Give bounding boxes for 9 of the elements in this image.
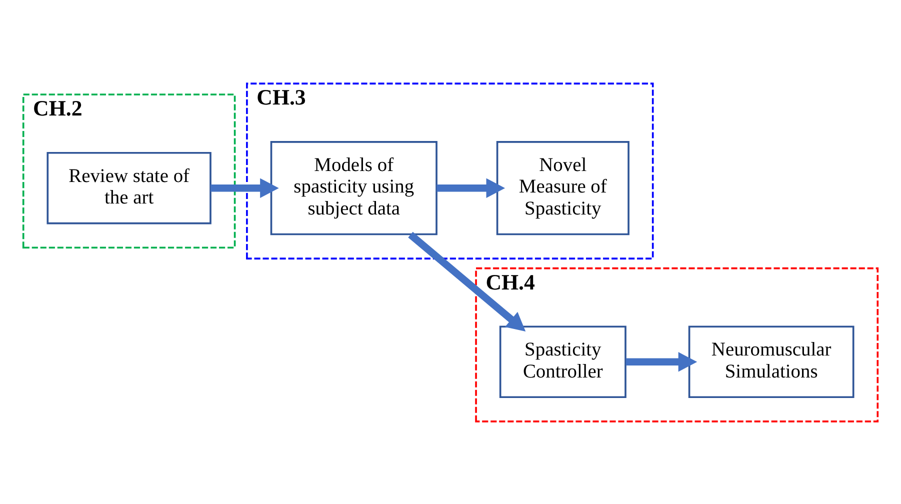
node-box: Models of spasticity using subject data [270, 140, 438, 235]
node-box: Neuromuscular Simulations [688, 325, 854, 398]
node-box: Review state of the art [46, 151, 212, 224]
arrow [626, 352, 698, 372]
node-box: Novel Measure of Spasticity [496, 140, 630, 235]
node-box: Spasticity Controller [499, 325, 626, 398]
arrow [408, 231, 526, 332]
arrow [210, 178, 279, 198]
arrow [436, 178, 506, 198]
